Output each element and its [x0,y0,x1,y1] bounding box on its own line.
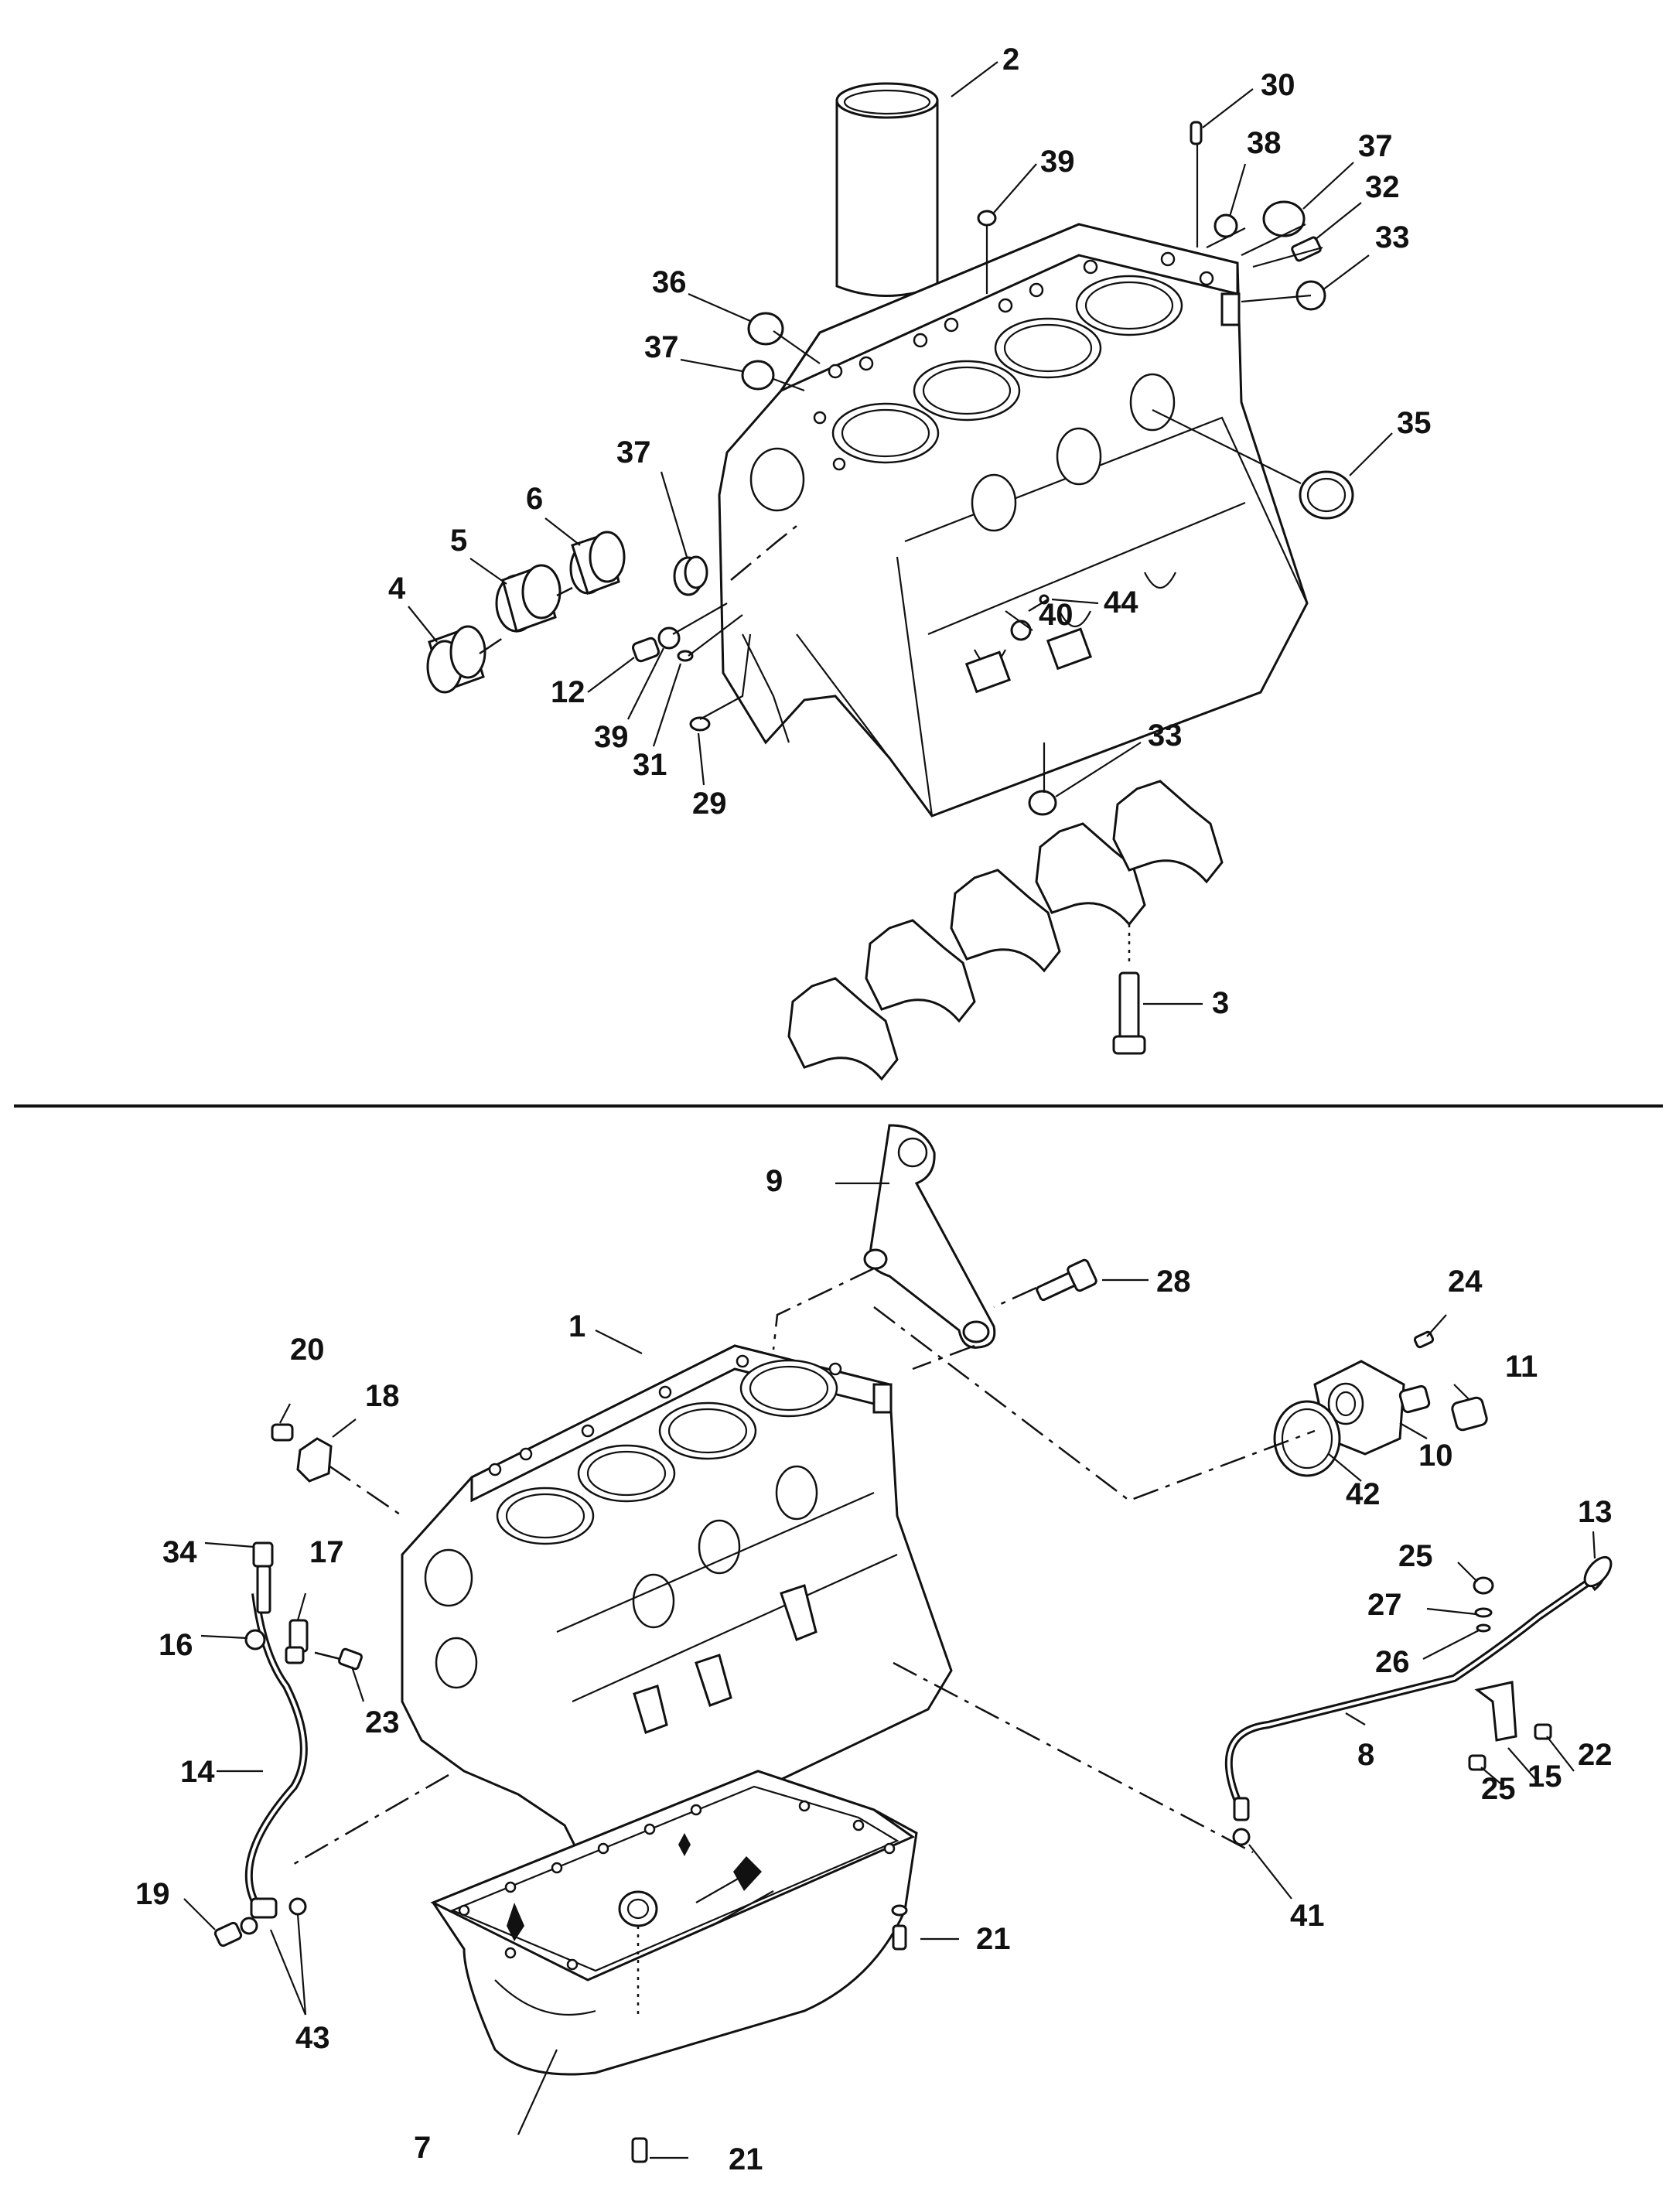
callout-7: 7 [414,2131,431,2165]
callout-9: 9 [766,1164,783,1198]
callout-2: 2 [1002,43,1019,77]
callout-labels: 2 30 39 38 37 32 33 36 37 35 37 6 5 4 44… [135,43,1613,2176]
callout-34: 34 [162,1535,197,1569]
callout-23: 23 [365,1705,400,1739]
callout-13: 13 [1578,1495,1613,1529]
callout-6: 6 [526,482,543,516]
callout-42: 42 [1346,1477,1381,1511]
callout-14: 14 [180,1755,215,1789]
cylinder-liner [835,82,939,410]
oil-line-assembly [213,1541,364,1947]
callout-18: 18 [365,1379,400,1413]
drain-plug [631,2137,648,2163]
oil-pan [430,1770,918,2076]
callout-10: 10 [1418,1439,1453,1473]
oil-filter-adapter [1273,1330,1488,1477]
callout-28: 28 [1156,1265,1191,1299]
callout-27: 27 [1367,1588,1402,1622]
callout-44: 44 [1104,585,1138,620]
callout-15: 15 [1528,1760,1562,1794]
callout-41: 41 [1290,1899,1325,1933]
callout-37-topright: 37 [1358,129,1393,163]
callout-22: 22 [1578,1738,1613,1772]
callout-3: 3 [1212,986,1229,1020]
callout-43: 43 [295,2021,330,2055]
dipstick-assembly [1224,1555,1613,1846]
callout-16: 16 [159,1628,193,1662]
callout-26: 26 [1375,1645,1410,1679]
top-cylinder-block-view [426,82,1354,1081]
callout-31: 31 [633,748,667,782]
callout-37-left: 37 [644,330,679,364]
bottom-block-oilpan-view [183,1124,1613,2163]
callout-20: 20 [290,1333,325,1367]
main-bearing-caps [787,780,1224,1081]
callout-39-top: 39 [1040,145,1075,179]
bracket-bolt [1036,1258,1097,1302]
callout-37-mid: 37 [616,435,651,469]
callout-17: 17 [309,1535,344,1569]
callout-36: 36 [652,265,687,299]
callout-29: 29 [692,787,727,821]
callout-25-bottom: 25 [1481,1772,1516,1806]
main-cap-bolt [1112,924,1146,1055]
callout-19: 19 [135,1877,170,1911]
camshaft-bushing-set [426,531,708,694]
cover-plate [271,1423,333,1483]
callout-11: 11 [1505,1350,1538,1384]
callout-12: 12 [551,675,585,709]
callout-4: 4 [388,572,406,606]
callout-1: 1 [568,1309,585,1343]
top-small-parts [631,121,1354,816]
callout-33-top: 33 [1375,220,1410,254]
callout-24: 24 [1448,1265,1483,1299]
callout-39-left: 39 [594,720,629,754]
callout-40: 40 [1039,598,1074,632]
callout-38: 38 [1247,126,1282,160]
callout-32: 32 [1365,170,1400,204]
callout-8: 8 [1357,1738,1374,1772]
callout-33-mid: 33 [1148,719,1183,753]
callout-21-right: 21 [976,1922,1011,1956]
callout-5: 5 [450,524,467,558]
oil-pan-bolt [892,1924,907,1951]
callout-30: 30 [1261,68,1295,102]
callout-35: 35 [1397,406,1432,440]
lifting-bracket [863,1124,996,1349]
cylinder-block-bottom [401,1344,953,1873]
cylinder-block-top [718,223,1309,818]
callout-21-bottom: 21 [729,2142,763,2176]
callout-25-top: 25 [1398,1539,1433,1573]
